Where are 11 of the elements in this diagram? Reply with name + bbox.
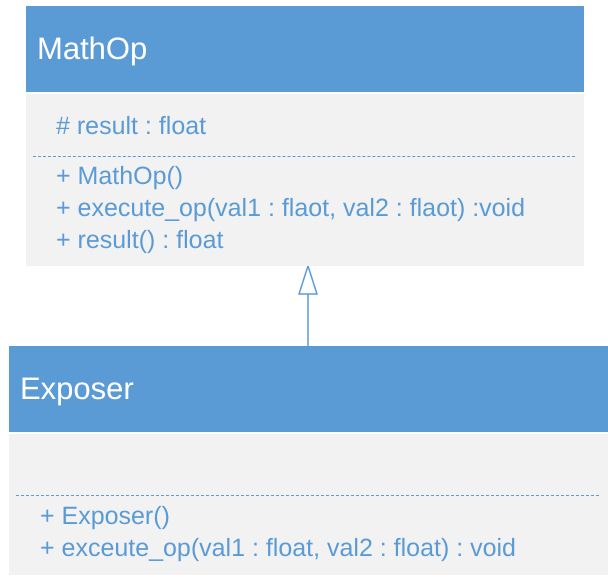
method-signature: + MathOp() (56, 161, 184, 192)
method-signature: + Exposer() (40, 501, 170, 532)
uml-class-box (26, 6, 584, 266)
inheritance-arrow (298, 265, 318, 346)
class-name-header: MathOp (26, 6, 584, 94)
attribute-text: # result : float (56, 111, 206, 142)
method-signature: + exceute_op(val1 : float, val2 : float) : void (40, 533, 516, 564)
method-signature: + execute_op(val1 : flaot, val2 : flaot) :void (56, 193, 526, 224)
method-signature: + result() : float (56, 225, 224, 256)
uml-class-box (9, 346, 608, 575)
class-name-header: Exposer (9, 346, 608, 434)
